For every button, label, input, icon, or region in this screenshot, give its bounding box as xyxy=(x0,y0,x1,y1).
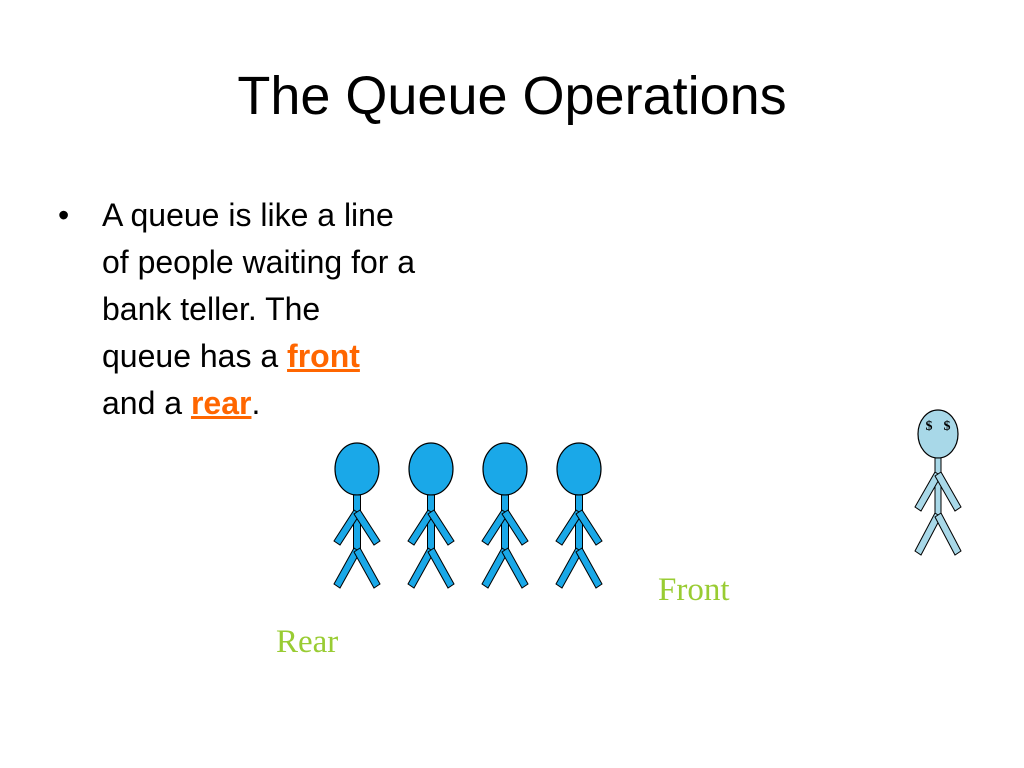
stick-figure-person-icon xyxy=(407,442,455,589)
bullet-line-3: bank teller. The xyxy=(102,291,321,327)
keyword-front: front xyxy=(287,338,360,374)
bullet-line-4-prefix: queue has a xyxy=(102,338,288,374)
stick-figure-person-icon xyxy=(333,442,381,589)
stick-figure-person-icon xyxy=(481,442,529,589)
bullet-line-1: A queue is like a line xyxy=(102,197,394,233)
bullet-line-2: of people waiting for a xyxy=(102,244,416,280)
front-label: Front xyxy=(658,572,730,608)
bullet-line-4: queue has a front xyxy=(102,333,522,380)
bullet-line-5-suffix: . xyxy=(251,385,261,421)
slide-title: The Queue Operations xyxy=(237,66,787,126)
teller-eye-left: $ xyxy=(926,419,933,434)
keyword-rear: rear xyxy=(190,385,252,421)
rear-label: Rear xyxy=(276,624,339,660)
bullet-text: A queue is like a line of people waiting… xyxy=(102,192,522,427)
stick-figure-teller-icon: $ $ xyxy=(914,409,962,556)
bullet-line-5: and a rear. xyxy=(102,380,522,427)
bullet-marker: • xyxy=(58,197,70,233)
teller-eye-right: $ xyxy=(944,419,951,434)
bullet-line-5-prefix: and a xyxy=(102,385,191,421)
stick-figure-person-icon xyxy=(555,442,603,589)
